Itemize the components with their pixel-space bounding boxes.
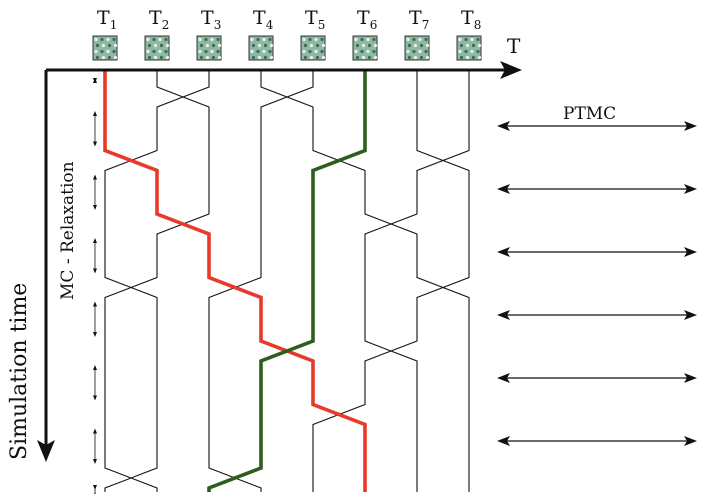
relaxation-interval-arrow [93,111,97,147]
lattice-configuration-icon [456,35,482,61]
lattice-configuration-icon [144,35,170,61]
mc-relaxation-label: MC - Relaxation [58,161,78,300]
ptmc-exchange-arrow [497,247,697,257]
lattice-configuration-icon [92,35,118,61]
relaxation-interval-arrow [93,365,97,401]
temperature-axis-arrowhead [500,61,522,79]
temperature-label-4: T4 [253,7,274,32]
ptmc-exchange-arrow [497,121,697,131]
lattice-configuration-icon [300,35,326,61]
replica-trajectory [364,70,470,492]
ptmc-exchange-arrow [497,310,697,320]
temperature-label-2: T2 [149,7,169,32]
temperature-axis-label: T [507,34,521,58]
ptmc-exchange-arrow [497,373,697,383]
replica-trajectory [208,70,366,492]
temperature-label-7: T7 [409,7,429,32]
lattice-configuration-icon [196,35,222,61]
relaxation-interval-arrow [93,485,97,494]
relaxation-interval-arrow [93,301,97,337]
replica-trajectory [312,70,470,492]
relaxation-interval-arrow [93,174,97,210]
lattice-configuration-icon [404,35,430,61]
temperature-label-1: T1 [97,7,117,32]
temperature-label-5: T5 [305,7,325,32]
simulation-time-label: Simulation time [7,283,32,460]
ptmc-label: PTMC [563,104,616,124]
highlighted-replica-trajectory [103,70,367,492]
relaxation-interval-arrow [93,428,97,464]
replica-trajectory [104,70,366,492]
lattice-configuration-icon [352,35,378,61]
temperature-label-8: T8 [461,7,481,32]
highlighted-replica-trajectory [207,70,367,492]
relaxation-interval-arrow [93,78,97,83]
ptmc-exchange-arrow [497,436,697,446]
ptmc-exchange-arrow [497,184,697,194]
lattice-configuration-icon [248,35,274,61]
replica-trajectory [104,70,210,492]
temperature-label-6: T6 [357,7,377,32]
relaxation-interval-arrow [93,238,97,274]
temperature-label-3: T3 [201,7,221,32]
time-axis-arrowhead [37,440,55,462]
